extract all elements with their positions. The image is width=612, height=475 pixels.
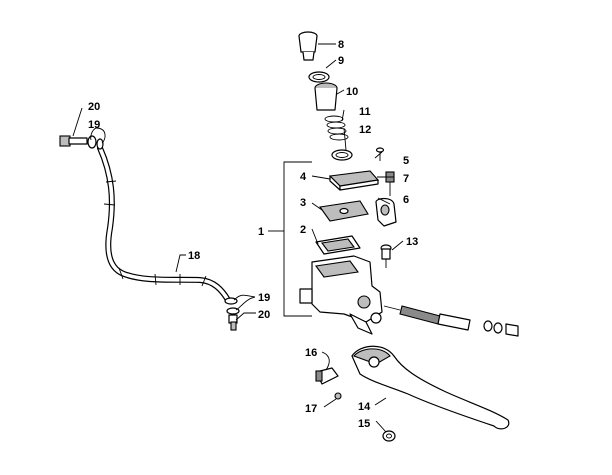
callout-8: 8 [338,39,344,51]
piston-assembly [383,305,519,337]
callout-11: 11 [359,106,371,118]
callout-4: 4 [300,171,307,183]
lower-banjo-bolt [224,297,240,331]
master-cylinder-body [299,255,383,335]
callout-2: 2 [300,224,306,236]
callout-6: 6 [403,194,409,206]
callout-13: 13 [406,236,418,248]
callout-7: 7 [403,173,409,185]
callout-labels: 1 2 3 4 5 6 7 8 9 10 11 12 13 14 15 16 1… [88,39,418,430]
diaphragm-plate [319,200,369,222]
callout-17: 17 [305,403,317,415]
callout-20-upper: 20 [88,101,100,113]
callout-19-lower: 19 [258,292,270,304]
callout-12: 12 [359,124,371,136]
callout-19-upper: 19 [88,119,100,131]
pivot-bolt [380,244,392,268]
reservoir-cover [328,170,380,191]
lever-bushing [382,430,396,442]
callout-16: 16 [305,347,317,359]
leader-lines [72,43,404,433]
reservoir-cap-stack [298,31,353,161]
callout-20-lower: 20 [258,309,270,321]
callout-10: 10 [346,86,358,98]
assembly-bracket [268,161,312,317]
callout-9: 9 [338,55,344,67]
brake-switch [315,367,342,400]
cover-screw [375,147,385,161]
callout-18: 18 [188,250,200,262]
diaphragm [315,235,361,255]
upper-banjo-bolt [59,135,104,150]
callout-5: 5 [403,155,409,167]
callout-15: 15 [358,418,370,430]
callout-14: 14 [358,401,371,413]
callout-1: 1 [258,226,264,238]
brake-lever [351,345,510,430]
brake-hose [97,145,231,303]
callout-3: 3 [300,197,306,209]
